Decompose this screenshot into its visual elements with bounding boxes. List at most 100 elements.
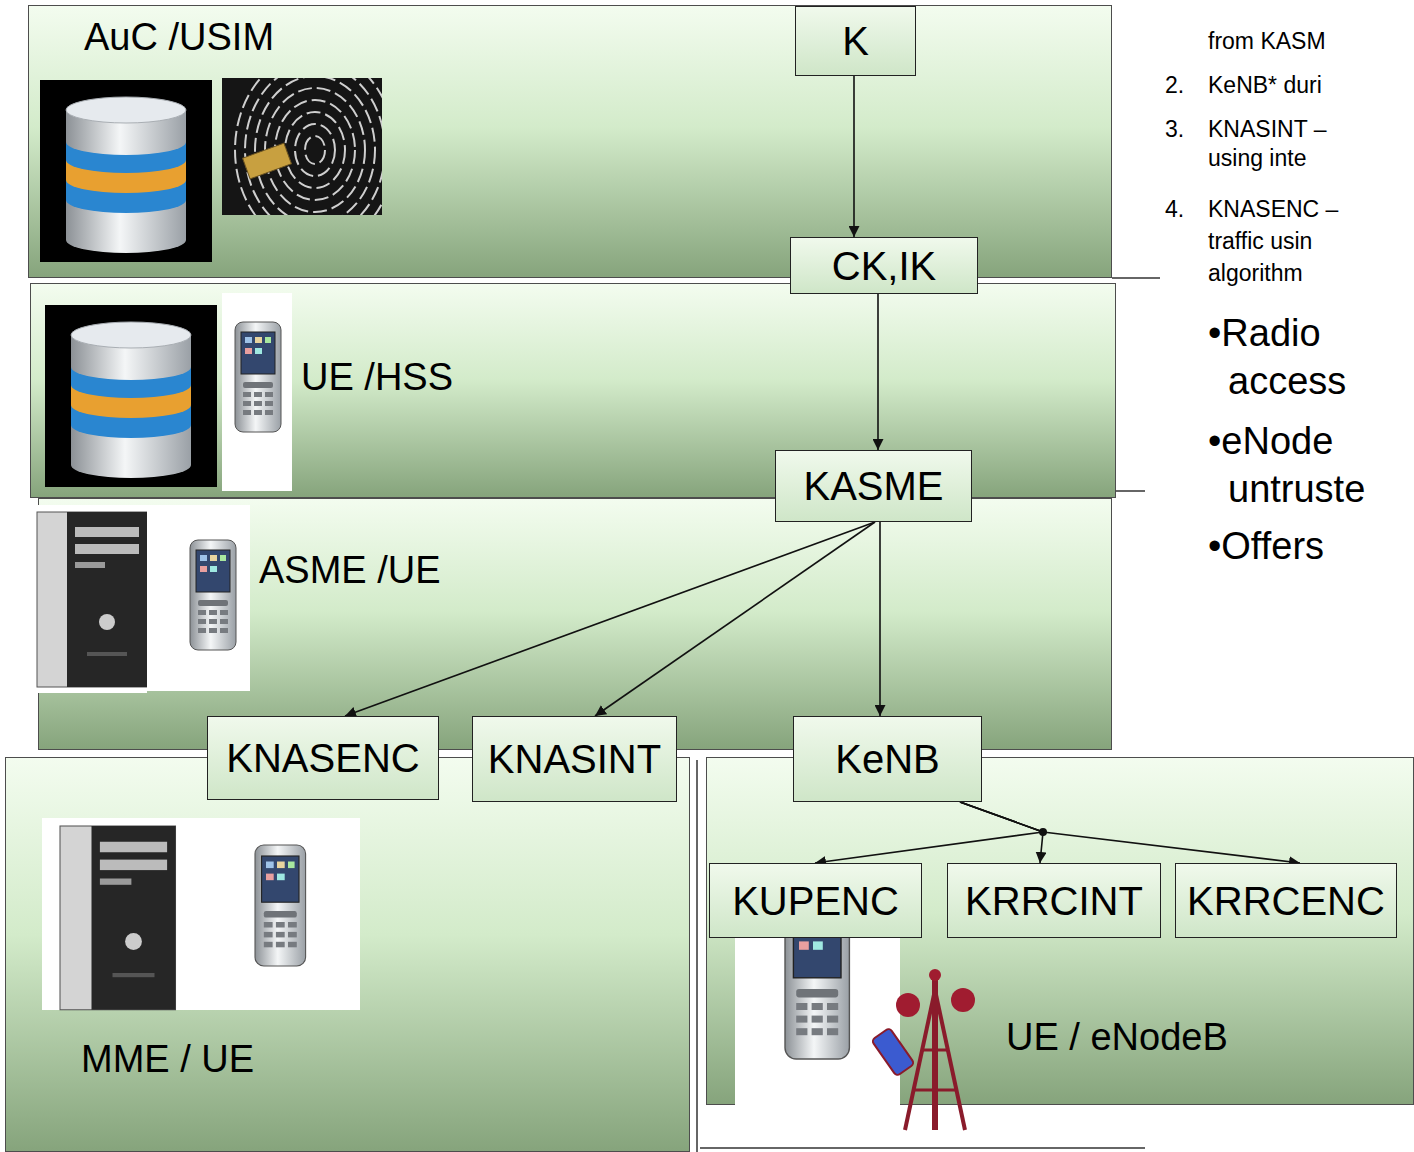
tower-icon (932, 975, 938, 1130)
band-label: MME / UE (81, 1038, 254, 1082)
phone-icon (785, 905, 849, 1059)
database-icon (45, 305, 217, 487)
note-holder: KNASENC – (1208, 196, 1338, 222)
fingerprint-card (235, 78, 382, 215)
band-edge-line (696, 760, 698, 1152)
fingerprint-card (245, 78, 382, 215)
note-holder: •Offers (1208, 525, 1324, 569)
note-text: 3. (1165, 116, 1184, 142)
phone-icon (255, 845, 306, 966)
fingerprint-card (243, 143, 292, 179)
arrow-connector (960, 802, 1043, 863)
note-holder: using inte (1208, 145, 1306, 171)
note-holder: KeNB* duri (1208, 72, 1322, 98)
key-label: CK,IK (832, 243, 936, 289)
database-icon (45, 305, 217, 487)
tower-icon (929, 969, 941, 981)
arrow-connector (595, 522, 875, 716)
note-holder: from KASM (1208, 28, 1326, 54)
icon-backdrop (35, 505, 147, 693)
tower-icon (896, 993, 920, 1017)
computer-icon (60, 826, 176, 1010)
fingerprint-card (295, 124, 335, 176)
note-holder: access (1228, 360, 1346, 404)
band-label: AuC /USIM (84, 16, 274, 60)
note-holder: 3. (1165, 116, 1184, 142)
note-text: 2. (1165, 72, 1184, 98)
tower-icon (914, 1089, 956, 1092)
key-label: KNASENC (226, 735, 419, 781)
icon-backdrop (735, 875, 900, 1147)
key-box: KRRCENC (1175, 863, 1397, 938)
band-edge-line (697, 278, 1160, 1152)
note-text: •Radio (1208, 312, 1321, 356)
key-label: KRRCENC (1187, 878, 1385, 924)
computer-icon (60, 826, 176, 1010)
note-holder: •Radio (1208, 312, 1321, 356)
fingerprint-card (222, 78, 382, 215)
band-label: ASME /UE (259, 549, 441, 593)
key-label: KRRCINT (965, 878, 1143, 924)
tower-icon (871, 969, 975, 1130)
fingerprint-card (305, 136, 325, 164)
note-holder: traffic usin (1208, 228, 1312, 254)
key-box: KNASINT (472, 716, 677, 802)
icon-backdrop (147, 505, 250, 691)
band-edge-line (700, 1147, 1145, 1149)
key-label: KeNB (835, 736, 940, 782)
band-edge-line (1112, 277, 1160, 279)
note-holder: 2. (1165, 72, 1184, 98)
fingerprint-card (235, 78, 382, 215)
computer-icon (37, 512, 147, 687)
key-box: KNASENC (207, 716, 439, 800)
key-box: KUPENC (709, 863, 922, 938)
band-label: UE / eNodeB (1006, 1016, 1228, 1060)
note-holder: •eNode (1208, 420, 1333, 464)
phone-icon (190, 540, 236, 650)
fingerprint-card (285, 112, 345, 188)
note-text: algorithm (1208, 260, 1303, 286)
band-edge-line (1116, 490, 1145, 492)
note-text: from KASM (1208, 28, 1326, 54)
band-label: UE /HSS (301, 356, 453, 400)
note-text: traffic usin (1208, 228, 1312, 254)
phone-icon (190, 540, 236, 650)
key-label: K (842, 18, 869, 64)
computer-icon (37, 512, 147, 687)
arrow-connector (960, 802, 1300, 863)
note-holder: untruste (1228, 468, 1365, 512)
note-text: •eNode (1208, 420, 1333, 464)
tower-icon (871, 1028, 914, 1077)
fingerprint-card (275, 100, 355, 200)
icon-backdrop (222, 293, 292, 491)
arrow-connector (877, 294, 879, 450)
key-label: KUPENC (732, 878, 899, 924)
note-text: •Offers (1208, 525, 1324, 569)
key-label: KASME (803, 463, 943, 509)
icon-backdrop (202, 818, 360, 1010)
arrow-connector (815, 802, 1043, 863)
key-box: KeNB (793, 716, 982, 802)
key-box: KRRCINT (947, 863, 1161, 938)
note-text: KNASINT – (1208, 116, 1326, 142)
key-box: CK,IK (790, 237, 978, 294)
note-text: access (1228, 360, 1346, 404)
note-text: untruste (1228, 468, 1365, 512)
note-holder: 4. (1165, 196, 1184, 222)
note-text: KNASENC – (1208, 196, 1338, 222)
key-box: KASME (775, 450, 972, 522)
key-box: K (795, 6, 916, 76)
phone-icon (235, 322, 281, 432)
icon-backdrop (42, 818, 202, 1010)
arrow-connector (853, 76, 855, 237)
tower-icon (951, 988, 975, 1012)
key-label: KNASINT (488, 736, 661, 782)
phone-icon (255, 845, 306, 966)
database-icon (40, 80, 212, 262)
arrow-connector (879, 522, 881, 716)
note-holder: algorithm (1208, 260, 1303, 286)
note-text: using inte (1208, 145, 1306, 171)
note-holder: KNASINT – (1208, 116, 1326, 142)
